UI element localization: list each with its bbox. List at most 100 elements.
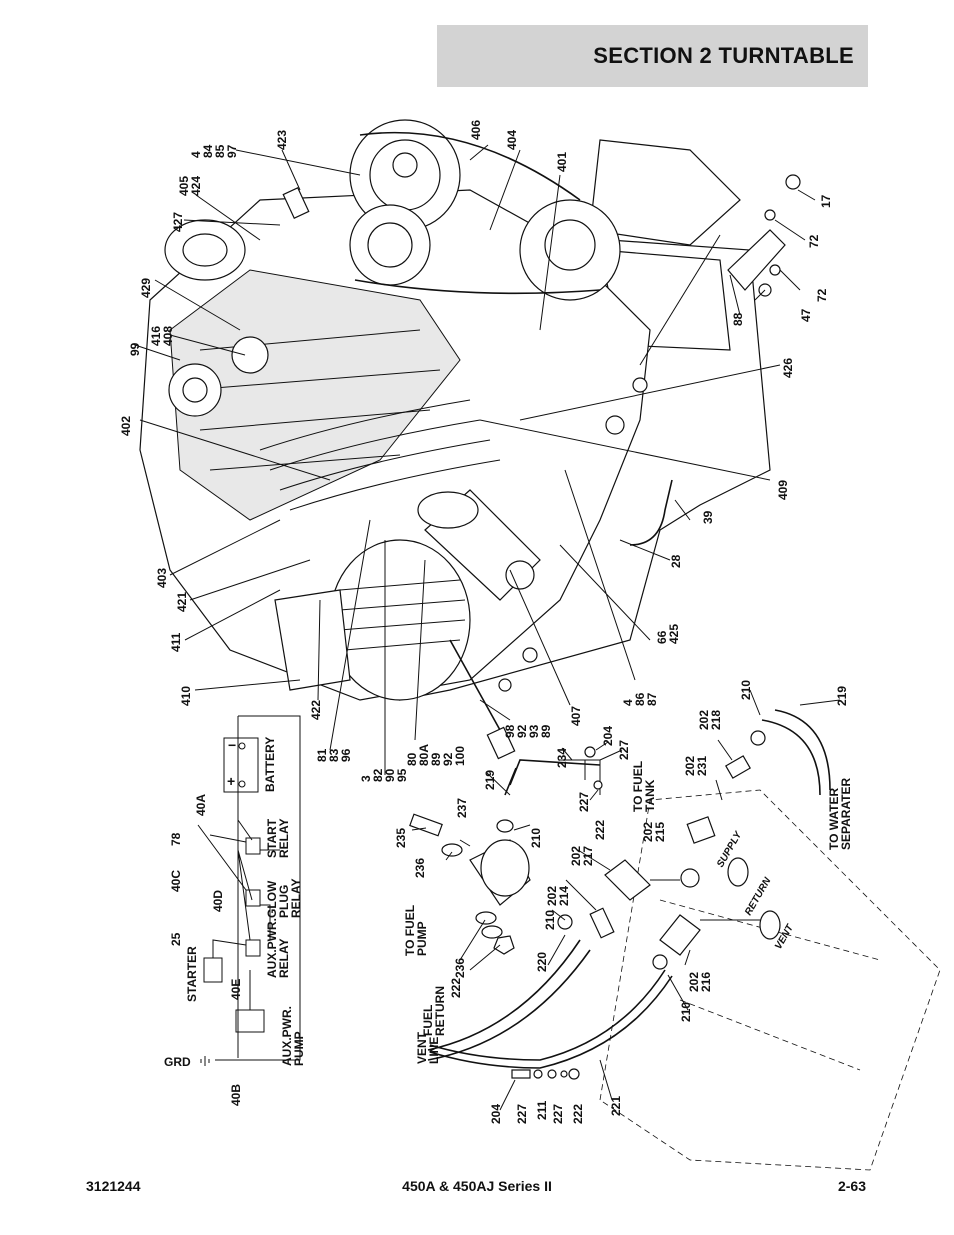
callout-403: 403 <box>155 568 169 588</box>
callout-202-214: 202214 <box>545 886 571 906</box>
callout-222-b: 222 <box>449 978 463 998</box>
aux-pwr-relay-label: AUX.PWR.RELAY <box>265 918 291 978</box>
battery-label: BATTERY <box>263 737 277 792</box>
callout-17: 17 <box>819 194 833 208</box>
engine-callouts: 406 404 401 423 4848597 405424 427 17 72… <box>119 120 833 782</box>
callout-221: 221 <box>609 1096 623 1116</box>
aux-pwr-relay-symbol <box>245 939 261 957</box>
to-fuel-pump-label: TO FUELPUMP <box>403 905 429 956</box>
callout-235: 235 <box>394 828 408 848</box>
callout-410: 410 <box>179 686 193 706</box>
footer-page-number: 2-63 <box>837 1178 866 1194</box>
to-fuel-tank-label: TO FUELTANK <box>631 761 657 812</box>
callout-220: 220 <box>535 952 549 972</box>
callout-402: 402 <box>119 416 133 436</box>
callout-72-b: 72 <box>815 288 829 302</box>
callout-227-d: 227 <box>551 1104 565 1124</box>
callout-401: 401 <box>555 152 569 172</box>
aux-pwr-pump-label: AUX.PWR.PUMP <box>280 1006 306 1066</box>
vent-line-label: VENTLINE <box>415 1031 441 1064</box>
aux-pwr-pump-symbol <box>235 1009 265 1033</box>
battery-minus: − <box>228 737 236 753</box>
footer-model: 450A & 450AJ Series II <box>402 1178 552 1194</box>
starter-label: STARTER <box>185 946 199 1002</box>
callout-222-a: 222 <box>593 820 607 840</box>
callout-202-216: 202216 <box>687 972 713 992</box>
callout-409: 409 <box>776 480 790 500</box>
wiring-labels: + − BATTERY STARTRELAY GLOWPLUGRELAY AUX… <box>164 737 306 1106</box>
starter-symbol <box>203 957 223 983</box>
callout-227-b: 227 <box>577 792 591 812</box>
glow-plug-relay-symbol <box>245 889 261 907</box>
callout-3-82-90-95: 3829095 <box>359 768 409 782</box>
grd-label: GRD <box>164 1055 191 1069</box>
wire-40e: 40E <box>229 979 243 1000</box>
engine-leader-lines <box>134 144 816 775</box>
callout-222-c: 222 <box>571 1104 585 1124</box>
callout-98-92-93-89: 98929389 <box>503 724 553 738</box>
wire-40c: 40C <box>169 870 183 892</box>
fuel-return-label: FUELRETURN <box>421 986 447 1036</box>
callout-202-231: 202231 <box>683 756 709 776</box>
callout-202-217: 202217 <box>569 846 595 866</box>
start-relay-symbol <box>245 837 261 855</box>
wire-40d: 40D <box>211 890 225 912</box>
callout-422: 422 <box>309 700 323 720</box>
fuel-callouts: 210 219 202218 202231 204 227 234 219 23… <box>394 680 849 1124</box>
callout-4-84-85-97: 4848597 <box>189 144 239 158</box>
callout-411: 411 <box>169 632 183 652</box>
callout-88: 88 <box>731 312 745 326</box>
to-water-separator-label: TO WATERSEPARATER <box>827 777 853 850</box>
callout-47: 47 <box>799 308 813 322</box>
callout-237: 237 <box>455 798 469 818</box>
callout-210-a: 210 <box>739 680 753 700</box>
callout-421: 421 <box>175 592 189 612</box>
wire-78: 78 <box>169 832 183 846</box>
callout-219-b: 219 <box>483 770 497 790</box>
callout-211: 211 <box>535 1100 549 1120</box>
callout-404: 404 <box>505 130 519 150</box>
wiring-schematic <box>197 715 301 1066</box>
callout-28: 28 <box>669 554 683 568</box>
callout-416-408: 416408 <box>149 326 175 346</box>
callout-4-86-87: 48687 <box>621 692 659 706</box>
callout-204-a: 204 <box>601 726 615 746</box>
callout-66-425: 66425 <box>655 624 681 644</box>
callout-406: 406 <box>469 120 483 140</box>
callout-99: 99 <box>128 342 142 356</box>
callout-423: 423 <box>275 130 289 150</box>
glow-plug-relay-label: GLOWPLUGRELAY <box>265 878 303 918</box>
callout-234: 234 <box>555 748 569 768</box>
callout-210-b: 210 <box>529 828 543 848</box>
wire-40b: 40B <box>229 1084 243 1106</box>
callout-39: 39 <box>701 510 715 524</box>
callout-202-218: 202218 <box>697 710 723 730</box>
callout-227-c: 227 <box>515 1104 529 1124</box>
engine-illustration <box>139 119 801 760</box>
callout-427: 427 <box>171 212 185 232</box>
battery-plus: + <box>227 773 235 789</box>
start-relay-label: STARTRELAY <box>265 818 291 858</box>
callout-227-a: 227 <box>617 740 631 760</box>
callout-405-424: 405424 <box>177 176 203 196</box>
callout-219-a: 219 <box>835 686 849 706</box>
callout-407: 407 <box>569 706 583 726</box>
wire-25: 25 <box>169 932 183 946</box>
callout-202-215: 202215 <box>641 822 667 842</box>
callout-72: 72 <box>807 234 821 248</box>
callout-210-c: 210 <box>543 910 557 930</box>
wire-40a: 40A <box>194 794 208 816</box>
callout-426: 426 <box>781 358 795 378</box>
callout-204-b: 204 <box>489 1104 503 1124</box>
callout-429: 429 <box>139 278 153 298</box>
battery-symbol <box>223 737 259 793</box>
fuel-labels: TO FUELTANK TO WATERSEPARATER TO FUELPUM… <box>403 761 853 1064</box>
callout-80-group: 8080A8992100 <box>405 744 467 766</box>
section-title: SECTION 2 TURNTABLE <box>593 43 854 68</box>
section-header: SECTION 2 TURNTABLE <box>437 25 868 87</box>
callout-81-83-96: 818396 <box>315 748 353 762</box>
footer-doc-number: 3121244 <box>86 1178 141 1194</box>
callout-236-a: 236 <box>413 858 427 878</box>
